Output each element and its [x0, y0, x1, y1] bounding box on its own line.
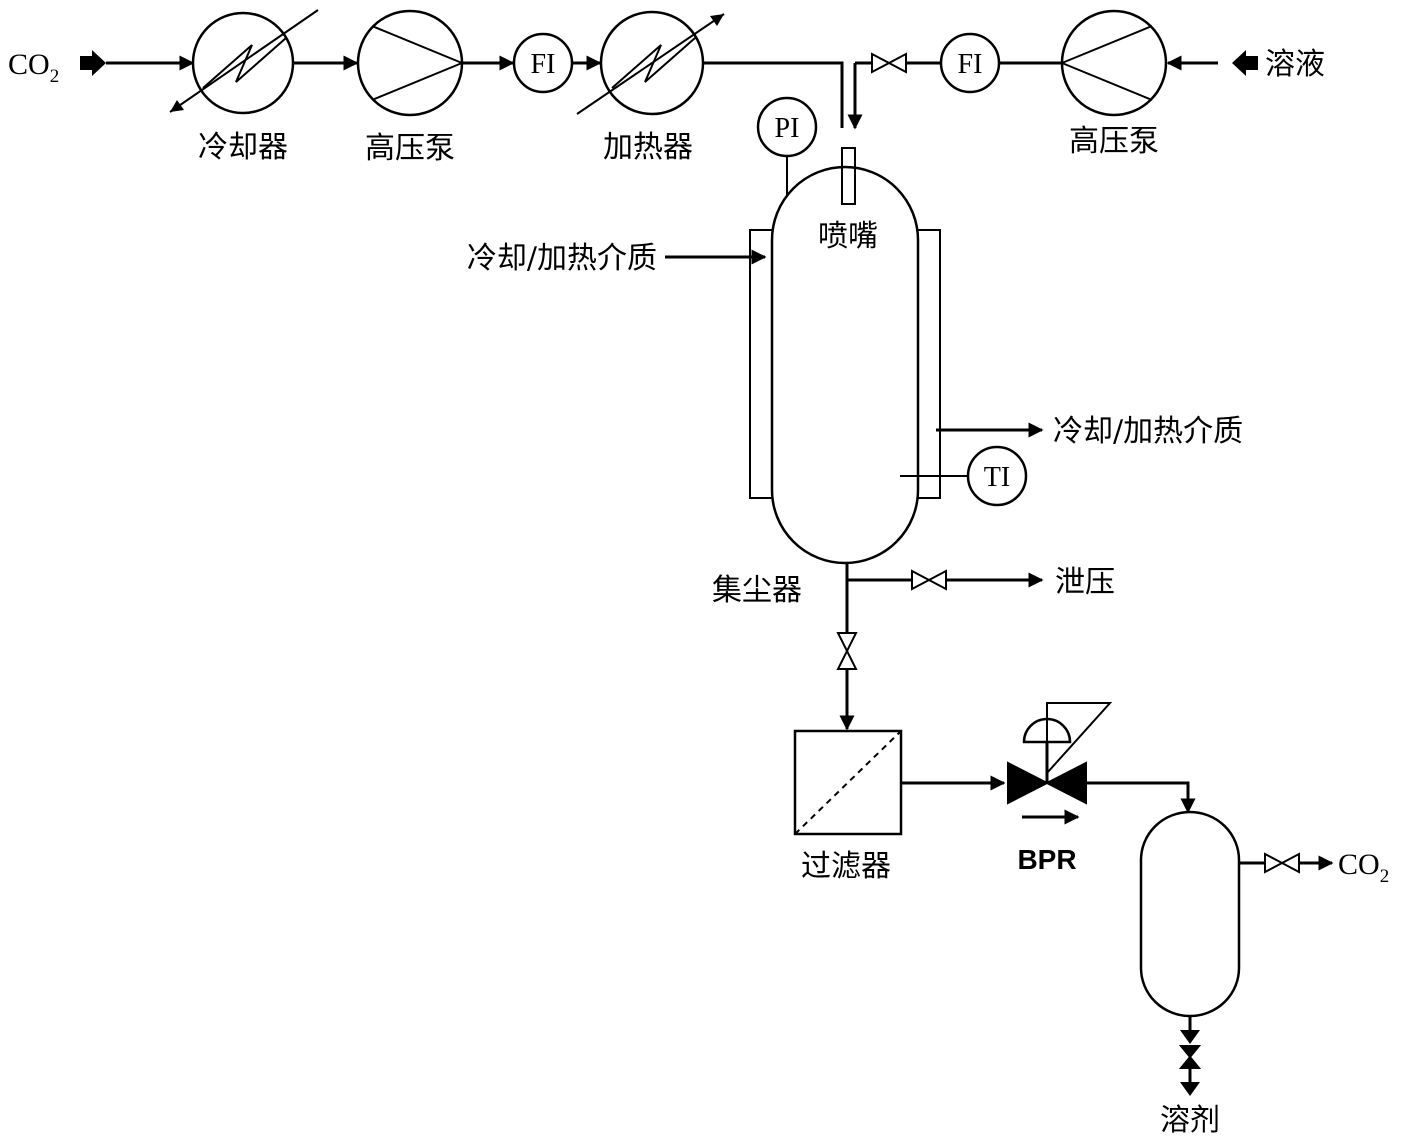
temperature-indicator: TI [900, 445, 1028, 507]
cooler: 冷却器 [169, 9, 319, 165]
nozzle-icon [841, 147, 856, 205]
heater-diagonal-arrow [576, 13, 725, 115]
cooler-diagonal-arrow [169, 9, 319, 113]
solution-valve [855, 52, 941, 74]
solution-inlet: 溶液 [1166, 47, 1325, 82]
valve-icon [836, 632, 858, 670]
collector-label: 集尘器 [712, 573, 802, 608]
solvent-outlet: 溶剂 [1160, 1016, 1220, 1138]
bpr-label: BPR [1017, 844, 1076, 875]
cooler-icon [191, 11, 295, 115]
solution-label: 溶液 [1265, 47, 1325, 82]
medium-out-label: 冷却/加热介质 [1053, 414, 1243, 449]
depressurize-line: 泄压 [847, 565, 1115, 600]
valve-icon [911, 569, 947, 591]
pump-blade-top [371, 25, 463, 64]
vessel-body [770, 165, 920, 565]
jacket-left [749, 229, 775, 499]
pipe-bpr-to-separator [1086, 781, 1196, 814]
collector-vessel: 喷嘴 集尘器 [712, 147, 941, 608]
flow-indicator-1: FI [512, 32, 574, 94]
drain-arrow-icon [1180, 1082, 1200, 1096]
valve-icon [1264, 852, 1300, 874]
back-pressure-regulator: BPR [1007, 702, 1113, 875]
nozzle-label: 喷嘴 [818, 219, 878, 254]
separator-body [1139, 810, 1241, 1018]
heater-arrowhead-icon [710, 14, 724, 26]
medium-in-label: 冷却/加热介质 [467, 241, 657, 276]
medium-inlet: 冷却/加热介质 [467, 241, 767, 276]
bpr-control-line [1046, 702, 1113, 774]
co2-outlet-label: CO2 [1338, 848, 1389, 887]
cooler-label: 冷却器 [198, 130, 288, 165]
heater: 加热器 [576, 10, 725, 165]
pi-label: PI [775, 113, 800, 144]
drain-arrow-icon [1180, 1030, 1200, 1044]
ti-label: TI [984, 462, 1010, 493]
fi1-label: FI [531, 49, 556, 80]
pressure-indicator: PI [756, 96, 818, 204]
cooler-arrowhead-icon [170, 100, 184, 112]
fi2-label: FI [958, 49, 983, 80]
cooler-coil [202, 37, 287, 89]
co2-outlet: CO2 [1239, 848, 1389, 887]
pump-blade-bottom [1061, 62, 1153, 101]
flow-indicator-2: FI [939, 32, 1001, 94]
co2-inlet-arrow-icon [80, 50, 106, 76]
solution-inlet-arrow-icon [1232, 50, 1258, 76]
heater-label: 加热器 [603, 130, 693, 165]
solution-pump: 高压泵 [1060, 9, 1168, 159]
valve-icon [1178, 1045, 1202, 1069]
filter-label: 过滤器 [801, 849, 891, 884]
pump-blade-top [1061, 25, 1153, 64]
depressurize-label: 泄压 [1055, 565, 1115, 600]
jacket-right [915, 229, 941, 499]
pipe-heater-to-nozzle [703, 61, 844, 128]
separator-vessel [1139, 810, 1241, 1018]
valve-icon [871, 52, 907, 74]
solution-pump-label: 高压泵 [1069, 124, 1159, 159]
co2-inlet-label: CO2 [8, 48, 59, 87]
co2-pump-label: 高压泵 [365, 131, 455, 166]
co2-inlet: CO2 [8, 48, 195, 87]
filter-membrane [794, 730, 902, 835]
filter: 过滤器 [793, 729, 903, 884]
pump-blade-bottom [371, 62, 463, 101]
co2-pump: 高压泵 [356, 9, 464, 166]
solvent-label: 溶剂 [1160, 1103, 1220, 1138]
ti-circle-icon [966, 445, 1028, 507]
outlet-valve [836, 632, 858, 731]
medium-outlet: 冷却/加热介质 [936, 414, 1243, 449]
